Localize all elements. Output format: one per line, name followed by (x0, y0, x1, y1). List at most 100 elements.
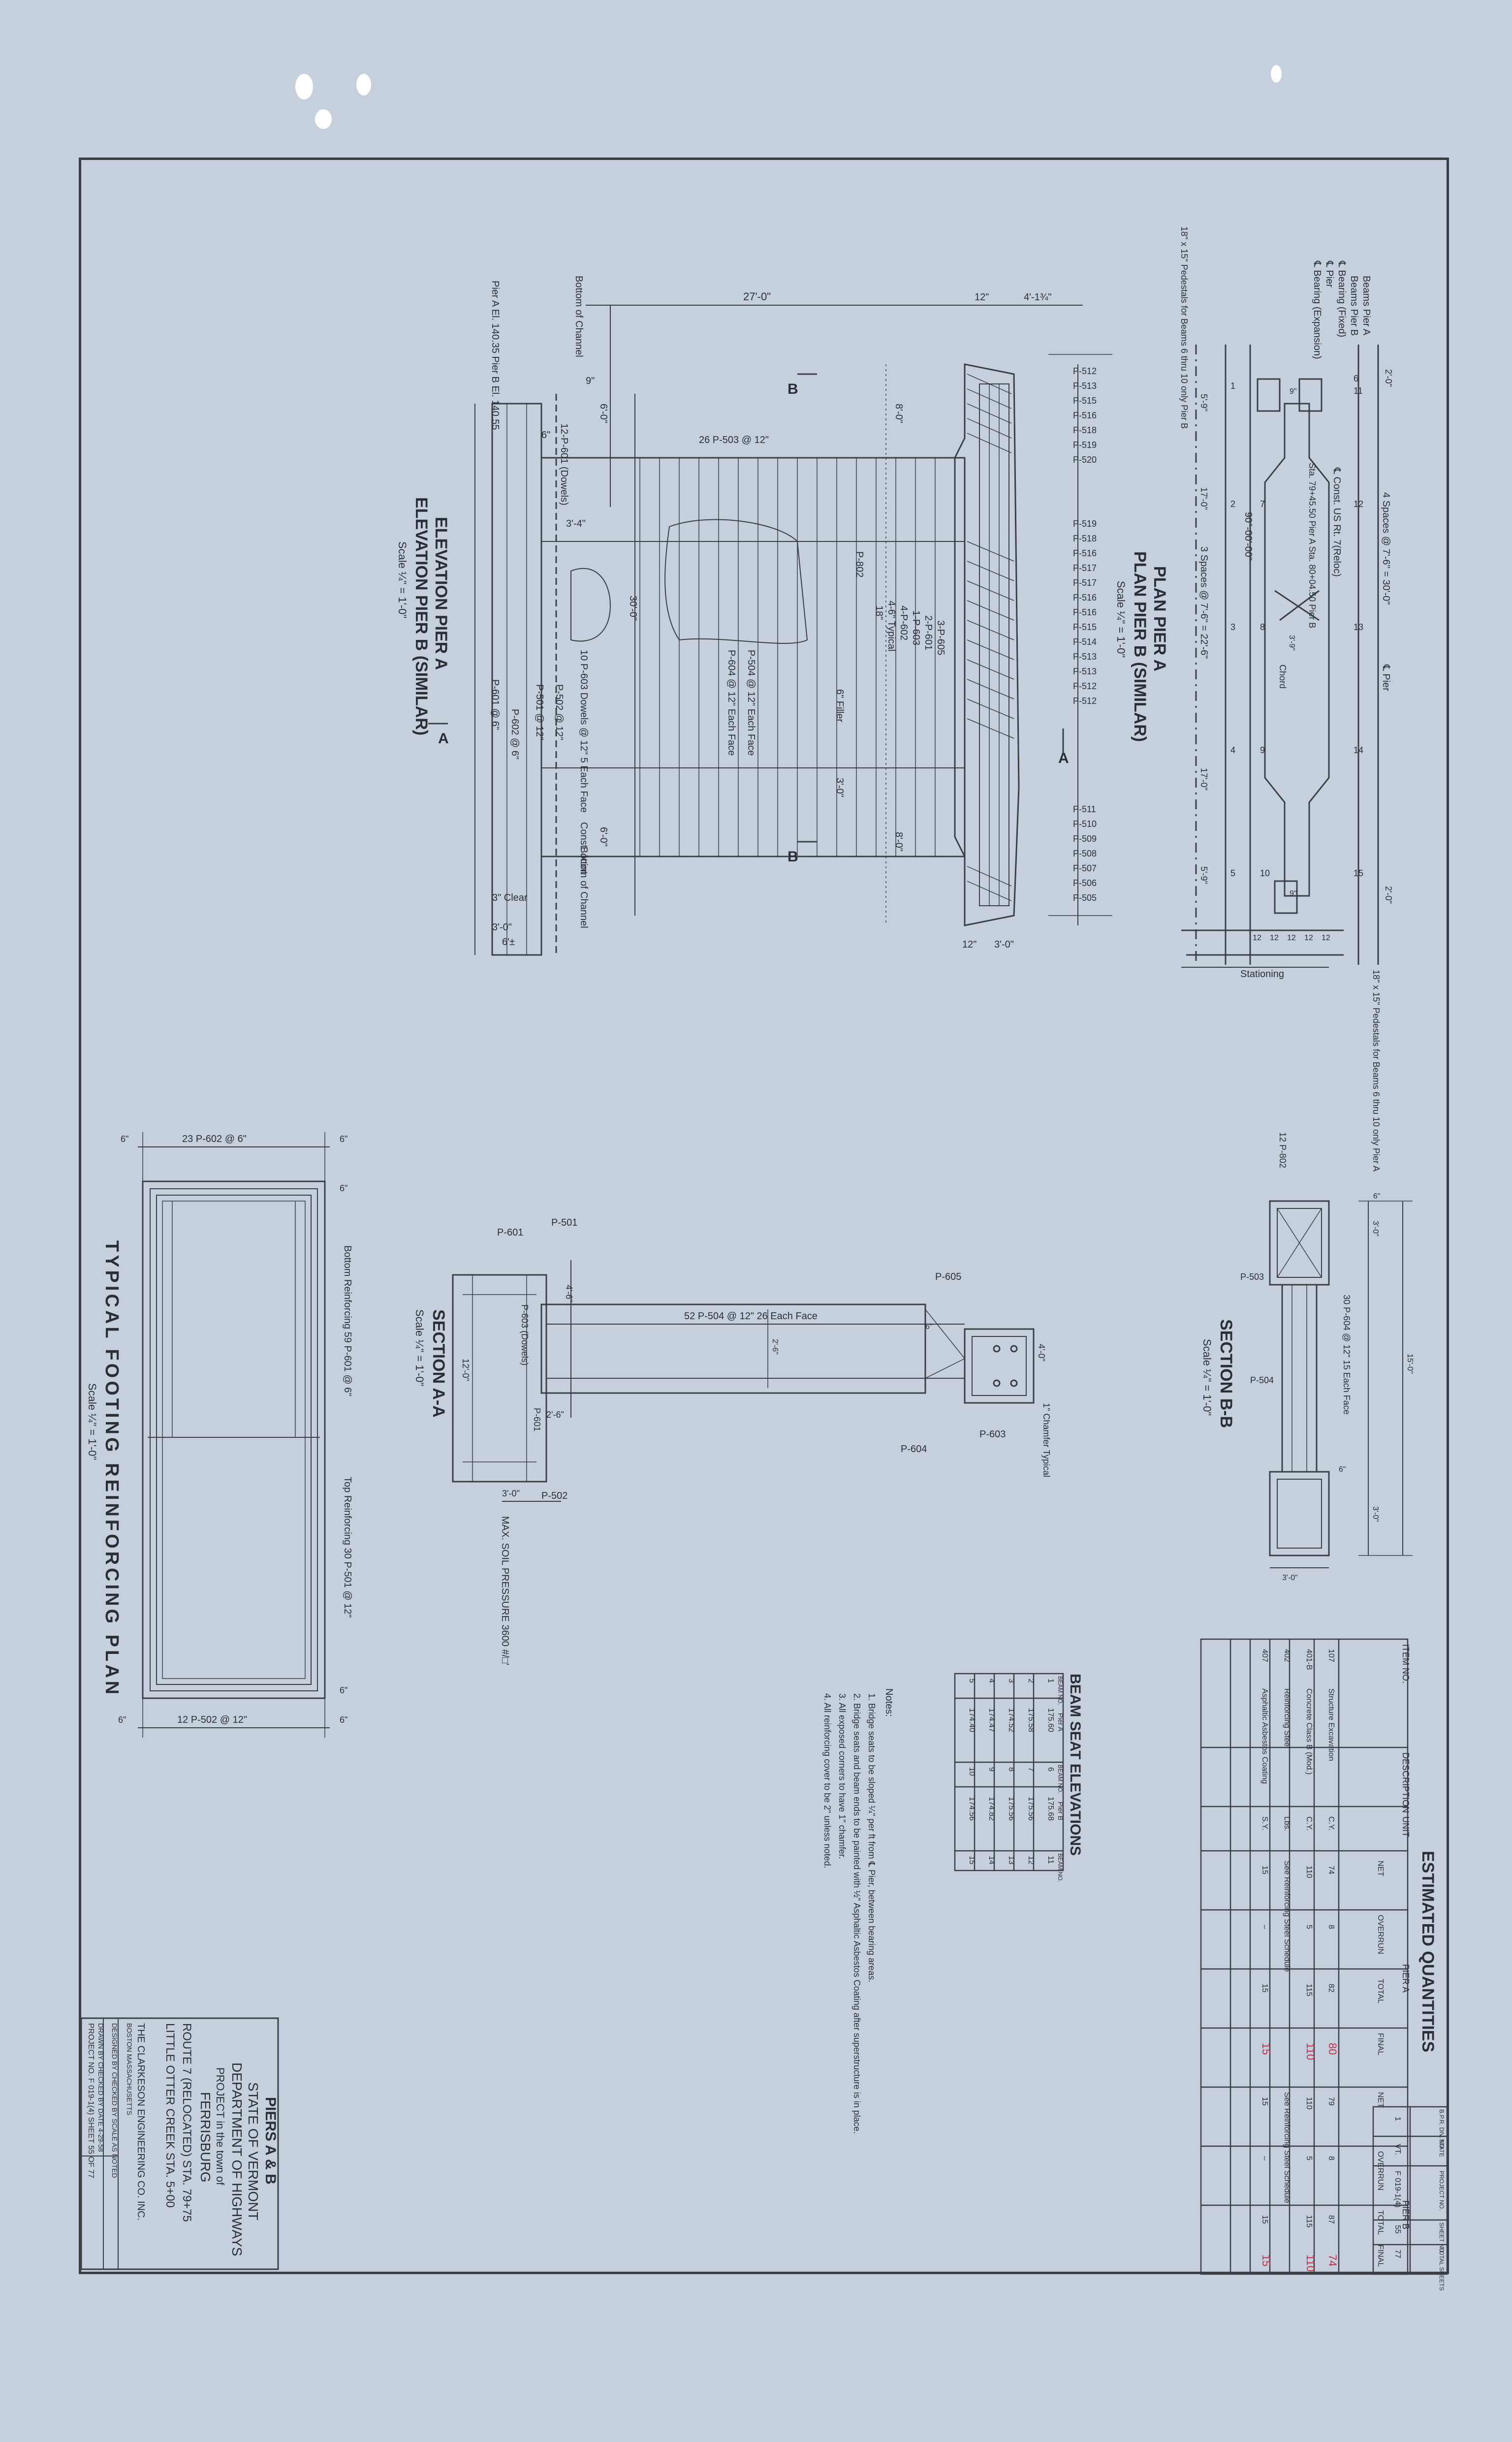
quantities-cell: S.Y. (1260, 1816, 1269, 1830)
corner-value: F 019-1(4) (1393, 2171, 1402, 2208)
beam-seats-header: BEAM NO. (1057, 1853, 1064, 1882)
quantities-header: PIER A (1401, 1964, 1411, 1993)
bar-label: 3-P-605 (935, 620, 946, 655)
plan-stations: Sta. 79+45.50 Pier A Sta. 80+04.50 Pier … (1307, 463, 1317, 628)
quantities-cell: 15 (1260, 1866, 1269, 1874)
bar-label: P-502 @ 12" (554, 684, 565, 740)
title-block-line: BOSTON MASSACHUSETTS (126, 2023, 133, 2115)
elevation-dim-30: 30'-0" (628, 596, 638, 621)
quantities-cell: C.Y. (1327, 1816, 1335, 1831)
section-aa-bar: P-601 (497, 1227, 523, 1238)
mark-label: P-513 (1073, 652, 1097, 662)
section-aa-dim: 2'-6" (771, 1339, 779, 1355)
section-aa-bar: 52 P-504 @ 12" 26 Each Face (684, 1311, 818, 1322)
mark-label: P-510 (1073, 819, 1097, 829)
beam-number: 4 (1230, 745, 1235, 755)
bar-label: 4-P-602 (898, 605, 909, 640)
quantities-cell: 87 (1327, 2215, 1335, 2224)
section-aa-dim: 2'-6" (546, 1410, 564, 1420)
quantities-handwritten: 110 (1304, 2254, 1317, 2272)
quantities-cell: 79 (1327, 2097, 1335, 2106)
quantities-cell: 15 (1260, 1984, 1269, 1993)
footing-top-bars: 23 P-602 @ 6" (182, 1134, 247, 1144)
section-aa-bar: P-604 (901, 1444, 927, 1455)
plan-dim: 5'-9" (1199, 394, 1209, 412)
corner-header: TOTAL SHEETS (1438, 2247, 1445, 2290)
quantities-cell: Asphaltic Asbestos Coating (1260, 1688, 1269, 1784)
elevation-dim-3b: 3'-0" (994, 939, 1014, 950)
mark-label: P-506 (1073, 878, 1097, 888)
plan-stationing: Stationing (1240, 969, 1284, 980)
beam-seat-cell: 7 (1027, 1767, 1035, 1772)
plan-dim: 2'-0" (1384, 369, 1393, 387)
title-block-line: FERRISBURG (198, 2092, 213, 2183)
section-aa-bar: P-601 (532, 1408, 542, 1431)
mark-label: P-518 (1073, 425, 1097, 435)
mark-label: P-516 (1073, 411, 1097, 420)
section-bb-bar: P-503 (1240, 1272, 1264, 1282)
section-bb-bar: 12 P-802 (1278, 1132, 1288, 1168)
title-block-line: LITTLE OTTER CREEK STA. 5+00 (163, 2023, 177, 2208)
quantities-subheader: NET (1376, 1861, 1385, 1876)
quantities-cell: 5 (1305, 2156, 1313, 2160)
elevation-section-a-bottom: A (438, 730, 449, 747)
elevation-section-b-top: B (788, 381, 798, 397)
plan-chord: Chord (1278, 665, 1288, 689)
title-block-grid (80, 2017, 279, 2270)
quantities-subheader: FINAL (1376, 2245, 1385, 2267)
beam-number: 15 (1354, 868, 1363, 878)
title-block-line: DEPARTMENT OF HIGHWAYS (229, 2062, 245, 2256)
bar-label: 10 P-603 Dowels @ 12" 5 Each Face (578, 650, 589, 813)
bar-label: 6" (541, 430, 550, 441)
footing-title: TYPICAL FOOTING REINFORCING PLAN (101, 1240, 122, 1697)
mark-label: P-505 (1073, 893, 1097, 903)
mark-label: P-517 (1073, 578, 1097, 588)
plan-dim: 17'-0" (1199, 768, 1209, 791)
mark-label: P-512 (1073, 366, 1097, 376)
bar-label: P-504 @ 12" Each Face (746, 650, 756, 756)
beam-seat-cell: 11 (1046, 1856, 1055, 1864)
mark-label: P-509 (1073, 834, 1097, 844)
section-bb-dim: 6" (1373, 1192, 1381, 1201)
quantities-cell: – (1260, 1925, 1269, 1929)
elevation-dim-6b: 6'-0" (598, 827, 609, 847)
beam-number: 9 (1260, 745, 1265, 755)
quantities-cell: 15 (1260, 2097, 1269, 2106)
mark-label: P-508 (1073, 849, 1097, 858)
beam-number: 1 (1230, 381, 1235, 391)
mark-label: P-519 (1073, 440, 1097, 450)
beam-seat-cell: 4 (987, 1679, 996, 1683)
section-aa-bar: P-603 (Dowels) (520, 1304, 530, 1365)
title-block-line: PROJECT in the town of (214, 2067, 226, 2186)
corner-header: B.P.R. DIV. NO. (1438, 2109, 1445, 2150)
bar-label: 12-P-601 (Dowels) (559, 423, 569, 506)
footing-dim: 6" (121, 1134, 128, 1144)
corner-value: 77 (1393, 2250, 1402, 2258)
footing-dim: 6" (118, 1715, 126, 1725)
plan-pedestals-left: 18" x 15" Pedestals for Beams 6 thru 10 … (1179, 226, 1189, 429)
beam-number: 12 (1354, 499, 1363, 509)
quantities-cell: 110 (1305, 1866, 1313, 1878)
quantities-cell: 115 (1305, 2215, 1313, 2228)
beam-seat-cell: 1 (1046, 1679, 1055, 1683)
bar-label: P-802 (854, 551, 865, 577)
plan-title: PLAN PIER A (1150, 566, 1169, 671)
plan-bearing-exp: ℄ Bearing (Expansion) (1312, 260, 1323, 359)
title-block-line: STATE OF VERMONT (246, 2082, 261, 2220)
mark-label: P-507 (1073, 863, 1097, 873)
mark-label: P-516 (1073, 548, 1097, 558)
section-aa-dim: 3'-0" (502, 1489, 520, 1498)
quantities-cell: 107 (1327, 1649, 1335, 1662)
quantities-cell: 110 (1305, 2097, 1313, 2110)
plan-dim: 3'-9" (1288, 635, 1296, 651)
elevation-dim-6a: 6'-0" (598, 404, 609, 423)
quantities-cell: 74 (1327, 1866, 1335, 1874)
quantities-subheader: FINAL (1376, 2033, 1385, 2055)
beam-number: 14 (1354, 745, 1363, 755)
title-block-line: DRAWN BY CHECKED BY DATE 4-29-58 (97, 2023, 105, 2152)
beam-seat-table-grid (954, 1673, 1064, 1871)
quantities-title: ESTIMATED QUANTITIES (1418, 1851, 1437, 2052)
plan-beams-b: Beams Pier B (1349, 276, 1359, 336)
